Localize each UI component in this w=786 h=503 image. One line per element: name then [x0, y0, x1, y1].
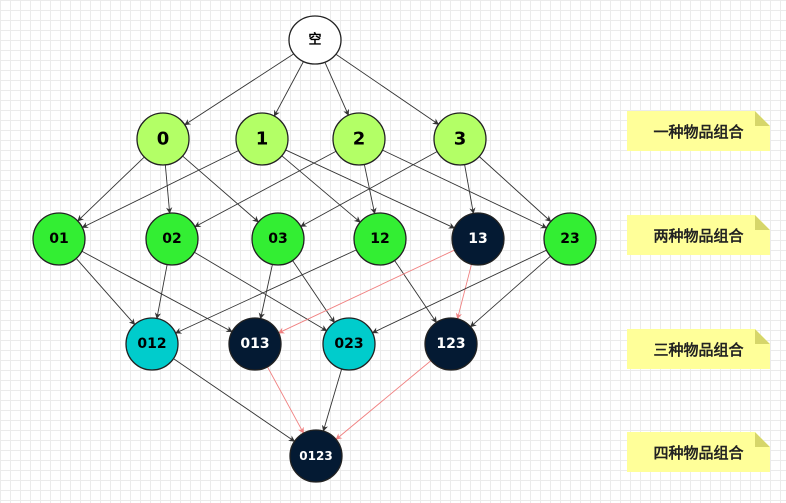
node-circle	[32, 212, 86, 266]
node-3: 3	[433, 112, 487, 166]
edge-2-to-23	[382, 149, 548, 229]
edge-012-to-0123	[173, 358, 296, 442]
node-label: 123	[436, 336, 465, 352]
node-label: 2	[353, 129, 366, 150]
node-circle	[332, 112, 386, 166]
node-label: 013	[240, 336, 269, 352]
node-label: 0123	[299, 449, 332, 463]
edge-0-to-03	[182, 155, 259, 223]
node-circle	[136, 112, 190, 166]
edge-013-to-0123	[267, 366, 304, 434]
edge-1-to-12	[281, 155, 361, 223]
node-label: 03	[268, 231, 287, 247]
edge-2-to-02	[194, 150, 337, 228]
edge-03-to-023	[292, 260, 335, 323]
node-circle	[451, 212, 505, 266]
node-empty: 空	[288, 15, 342, 65]
node-circle	[353, 212, 407, 266]
node-01: 01	[32, 212, 86, 266]
node-03: 03	[251, 212, 305, 266]
edge-12-to-123	[394, 260, 437, 323]
node-circle	[289, 429, 343, 483]
edge-0-to-01	[77, 156, 145, 222]
edge-23-to-023	[371, 249, 547, 334]
edge-empty-to-1	[273, 61, 304, 117]
edge-02-to-012	[154, 264, 168, 320]
node-label: 12	[370, 231, 389, 247]
edge-3-to-23	[478, 156, 552, 222]
node-circle	[288, 15, 342, 65]
edge-empty-to-3	[335, 53, 440, 125]
level-label-two: 两种物品组合	[627, 215, 770, 255]
node-circle	[145, 212, 199, 266]
node-circle	[322, 317, 376, 371]
level-label-four: 四种物品组合	[627, 432, 770, 472]
node-circle	[433, 112, 487, 166]
edge-empty-to-2	[324, 62, 350, 116]
node-label: 023	[334, 336, 363, 352]
edge-13-to-123	[455, 264, 472, 320]
node-label: 012	[137, 336, 166, 352]
edge-01-to-012	[75, 258, 136, 326]
node-label: 3	[454, 129, 467, 150]
node-13: 13	[451, 212, 505, 266]
edge-3-to-13	[464, 164, 476, 215]
level-label-three-text: 三种物品组合	[653, 340, 744, 359]
level-label-three: 三种物品组合	[627, 329, 770, 369]
level-label-two-text: 两种物品组合	[653, 226, 744, 245]
node-label: 1	[256, 129, 269, 150]
edge-023-to-0123	[321, 368, 343, 432]
node-012: 012	[125, 317, 179, 371]
level-label-one-text: 一种物品组合	[653, 122, 744, 141]
node-023: 023	[322, 317, 376, 371]
edges-layer	[75, 53, 552, 442]
node-123: 123	[424, 317, 478, 371]
edge-1-to-01	[81, 150, 239, 228]
edge-13-to-013	[277, 249, 455, 334]
node-circle	[424, 317, 478, 371]
node-label: 空	[308, 32, 321, 48]
edge-3-to-03	[300, 151, 438, 227]
edge-123-to-0123	[335, 360, 432, 440]
node-2: 2	[332, 112, 386, 166]
node-label: 02	[162, 231, 181, 247]
edge-12-to-012	[175, 249, 357, 334]
node-1: 1	[235, 112, 289, 166]
node-circle	[125, 317, 179, 371]
node-circle	[235, 112, 289, 166]
node-23: 23	[543, 212, 597, 266]
edge-02-to-023	[194, 251, 328, 332]
node-0: 0	[136, 112, 190, 166]
node-label: 0	[157, 129, 170, 150]
node-013: 013	[228, 317, 282, 371]
node-label: 23	[560, 231, 579, 247]
node-circle	[543, 212, 597, 266]
node-12: 12	[353, 212, 407, 266]
node-circle	[251, 212, 305, 266]
node-02: 02	[145, 212, 199, 266]
node-circle	[228, 317, 282, 371]
node-label: 01	[49, 231, 68, 247]
edge-empty-to-0	[184, 53, 295, 126]
edge-0-to-02	[164, 164, 173, 214]
level-label-one: 一种物品组合	[627, 111, 770, 151]
node-label: 13	[468, 231, 487, 247]
level-label-four-text: 四种物品组合	[653, 443, 744, 462]
edge-23-to-123	[470, 255, 551, 328]
node-0123: 0123	[289, 429, 343, 483]
